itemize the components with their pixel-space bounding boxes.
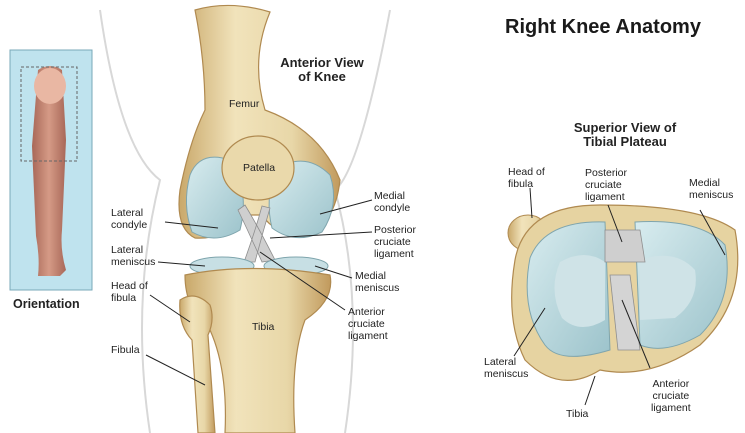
label-posterior-cruciate: Posterior cruciate ligament	[374, 224, 416, 260]
orientation-panel	[10, 50, 92, 290]
label-lateral-meniscus: Lateral meniscus	[111, 244, 155, 268]
superior-view-heading: Superior View of Tibial Plateau	[555, 121, 695, 149]
label-femur: Femur	[229, 98, 259, 110]
tibial-plateau	[508, 205, 738, 380]
label-lateral-condyle: Lateral condyle	[111, 207, 147, 231]
label-fibula: Fibula	[111, 344, 140, 356]
label-sup-tibia: Tibia	[566, 408, 588, 420]
label-sup-head-of-fibula: Head of fibula	[508, 166, 545, 190]
fibula-bone	[180, 296, 215, 433]
label-head-of-fibula: Head of fibula	[111, 280, 148, 304]
label-sup-posterior-cruciate: Posterior cruciate ligament	[585, 167, 627, 203]
anterior-view-heading: Anterior View of Knee	[262, 56, 382, 84]
label-anterior-cruciate: Anterior cruciate ligament	[348, 306, 388, 342]
orientation-label: Orientation	[13, 297, 80, 311]
label-medial-meniscus: Medial meniscus	[355, 270, 399, 294]
label-medial-condyle: Medial condyle	[374, 190, 410, 214]
page-title: Right Knee Anatomy	[505, 16, 701, 39]
label-sup-anterior-cruciate: Anterior cruciate ligament	[651, 378, 691, 414]
label-sup-medial-meniscus: Medial meniscus	[689, 177, 733, 201]
label-tibia: Tibia	[252, 321, 274, 333]
label-sup-lateral-meniscus: Lateral meniscus	[484, 356, 528, 380]
label-patella: Patella	[243, 162, 275, 174]
